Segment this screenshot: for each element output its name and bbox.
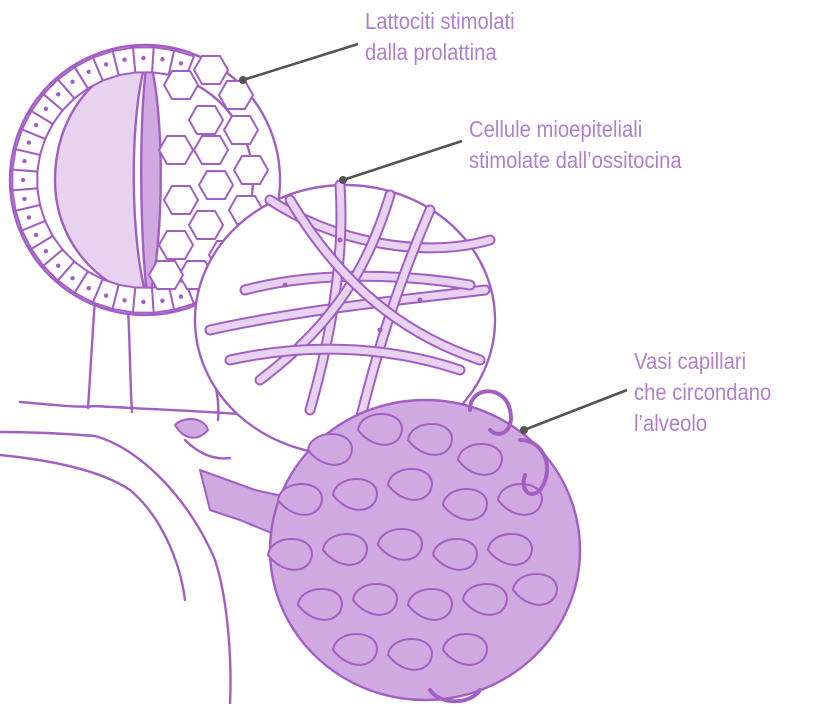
pointer-capillaries [524,390,627,430]
cell-nucleus [86,286,90,290]
lactocyte-cell [159,231,193,259]
duct-lower-left [0,455,185,600]
lactocyte-cell [189,211,223,239]
cell-nucleus [22,197,26,201]
cell-nucleus [27,215,31,219]
cell-nucleus [122,298,126,302]
cell-nucleus [22,159,26,163]
cell-nucleus [179,294,183,298]
cell-nucleus [141,300,145,304]
lactocyte-cell [219,81,253,109]
cell-nucleus [56,92,60,96]
label-lactocytes-line1: Lattociti stimolati [365,6,515,37]
cell-nucleus [56,264,60,268]
label-myoepithelial-line1: Cellule mioepiteliali [469,114,682,145]
myoepithelial-nucleus [338,238,343,243]
cell-nucleus [34,233,38,237]
pointer-myoepithelial [343,141,462,180]
duct-tube [88,300,132,412]
label-lactocytes-line2: dalla prolattina [365,37,515,68]
lactocyte-cell [159,136,193,164]
label-capillaries-line3: l’alveolo [634,408,771,439]
lactocyte-cell [234,156,268,184]
label-myoepithelial-line2: stimolate dall’ossitocina [469,145,682,176]
pointer-lactocytes [243,44,358,80]
cell-nucleus [104,293,108,297]
lactocyte-cell [149,261,183,289]
lactocyte-cell [224,116,258,144]
label-capillaries: Vasi capillari che circondano l’alveolo [634,346,771,439]
lactocyte-cell [189,106,223,134]
duct-drop [175,419,208,438]
lactocyte-cell [194,136,228,164]
lactocyte-cell [164,71,198,99]
cell-nucleus [104,62,108,66]
cell-nucleus [160,299,164,303]
pointer-dot-myoepithelial [339,176,347,184]
cell-nucleus [70,276,74,280]
cell-nucleus [21,178,25,182]
cell-nucleus [86,70,90,74]
label-lactocytes: Lattociti stimolati dalla prolattina [365,6,515,68]
duct-lower-wall [0,432,230,704]
cell-nucleus [34,123,38,127]
cell-nucleus [122,58,126,62]
cell-nucleus [44,249,48,253]
myoepithelial-nucleus [378,328,383,333]
cell-nucleus [141,56,145,60]
label-capillaries-line1: Vasi capillari [634,346,771,377]
duct-fold [185,440,230,458]
capillary-alveolus [268,391,580,701]
pointer-dot-capillaries [520,426,528,434]
cell-nucleus [70,80,74,84]
label-myoepithelial: Cellule mioepiteliali stimolate dall’oss… [469,114,682,176]
cell-nucleus [160,57,164,61]
myoepithelial-nucleus [283,283,288,288]
cell-nucleus [27,140,31,144]
pointer-dot-lactocytes [239,76,247,84]
cell-nucleus [44,107,48,111]
lactocyte-cell [164,186,198,214]
myoepithelial-nucleus [418,298,423,303]
lactocyte-cell [194,56,228,84]
cell-nucleus [179,61,183,65]
label-capillaries-line2: che circondano [634,377,771,408]
lactocyte-cell [199,171,233,199]
